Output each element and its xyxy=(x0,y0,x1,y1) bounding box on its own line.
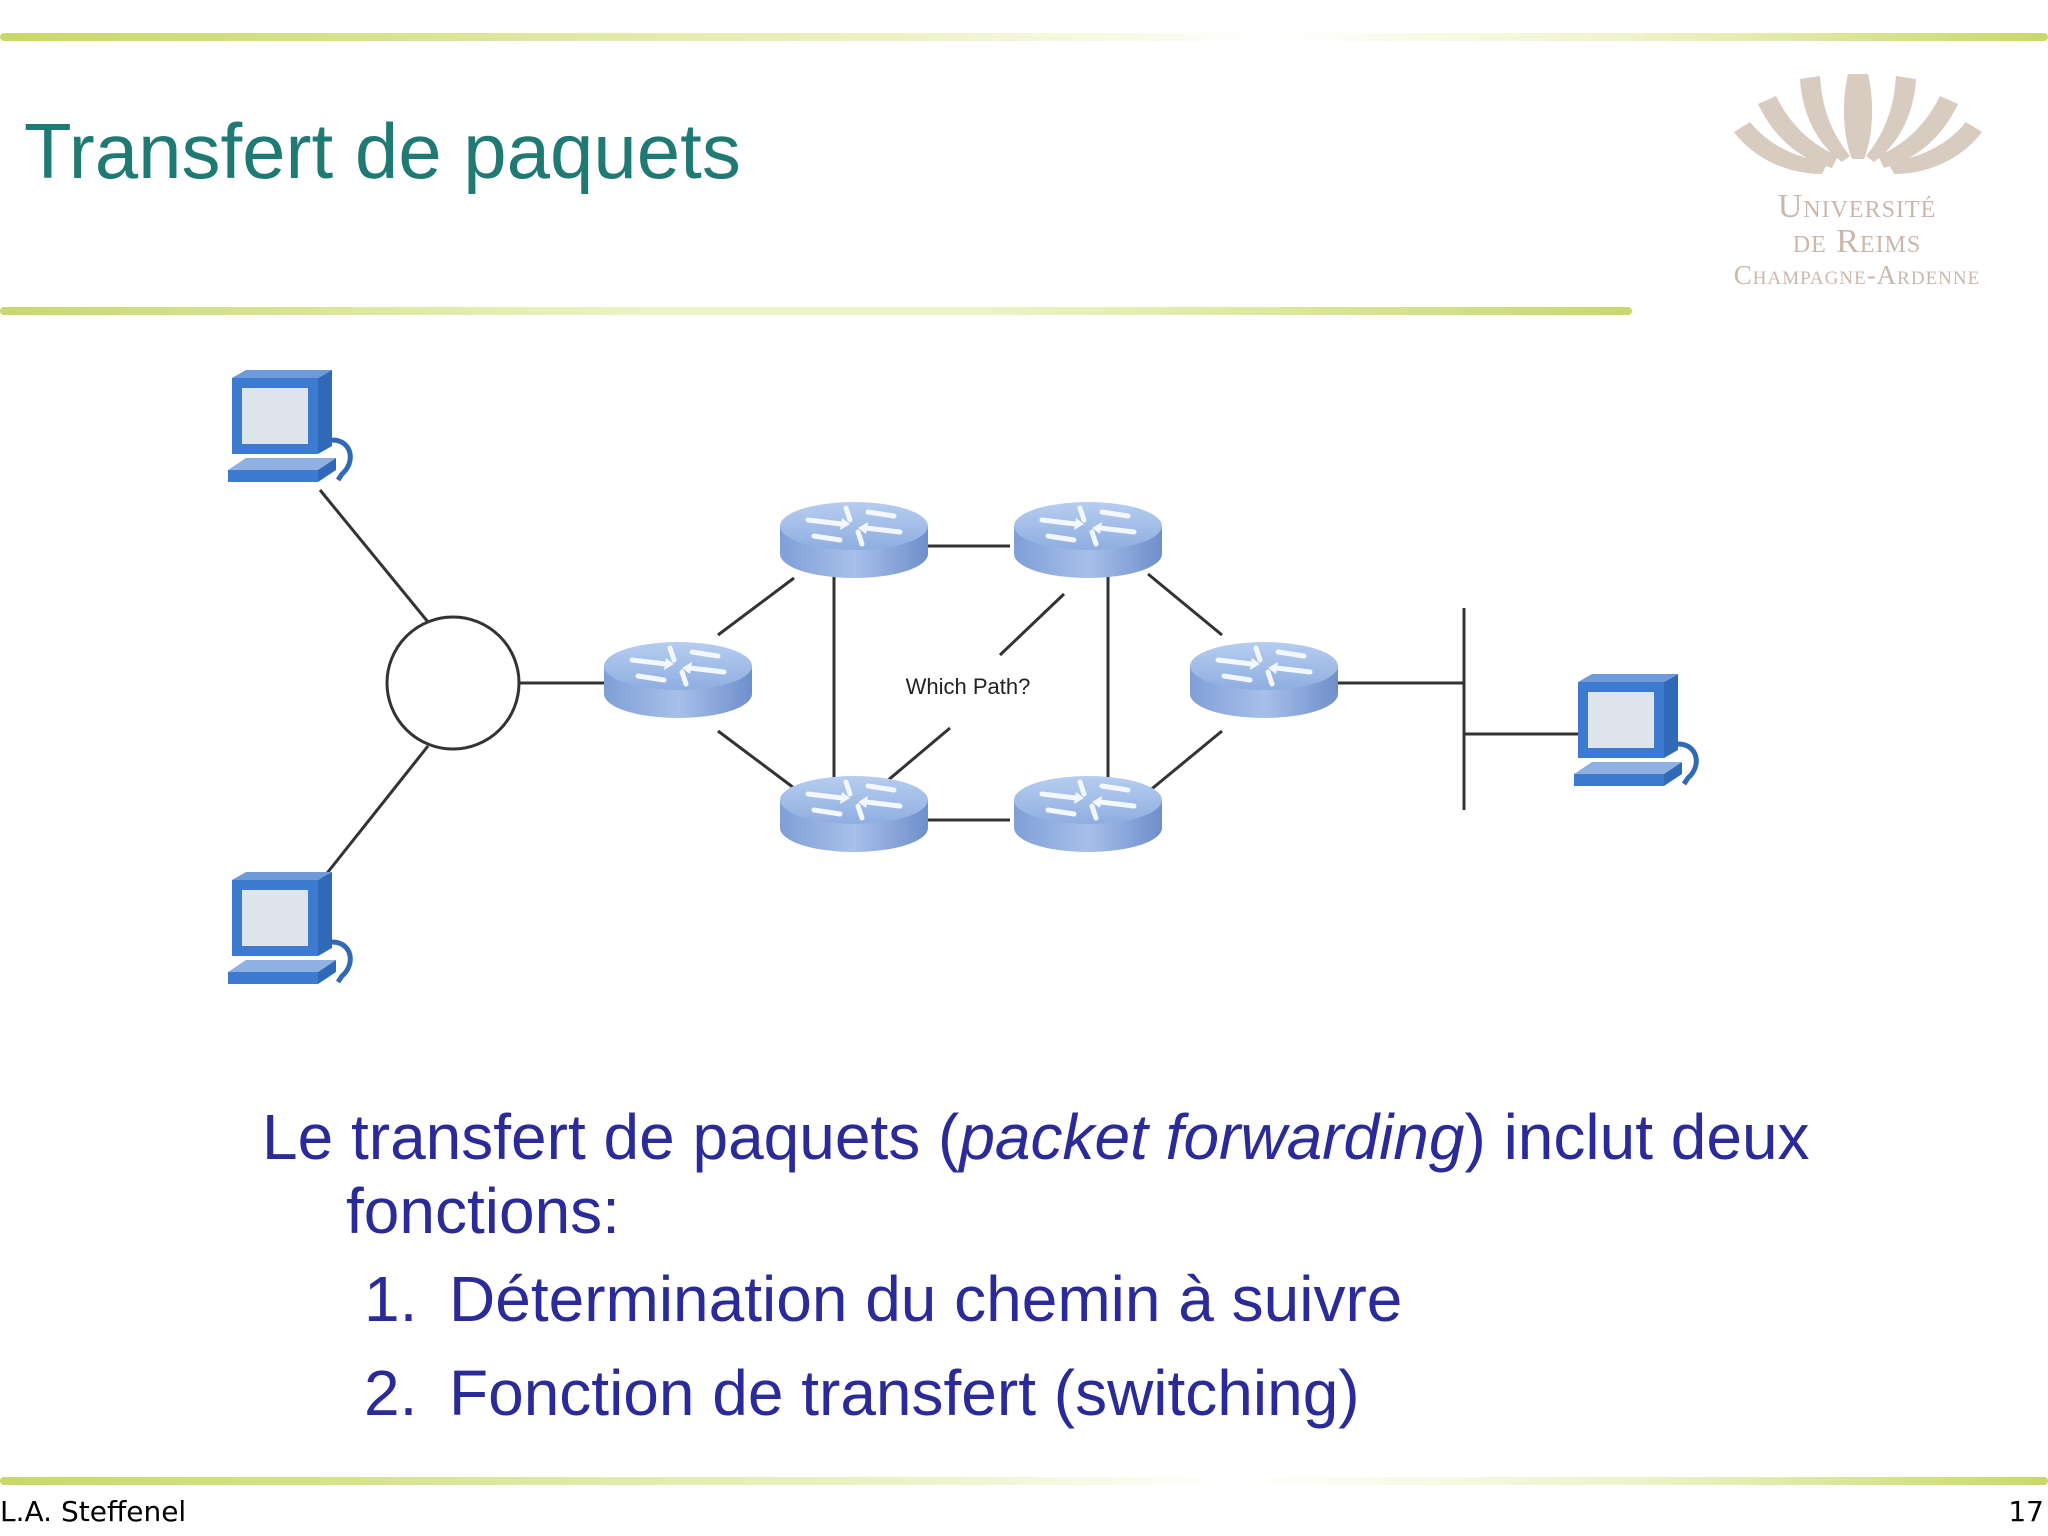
list-item-text: Fonction de transfert (switching) xyxy=(449,1357,1360,1429)
router-left xyxy=(604,642,752,718)
footer-rule xyxy=(0,1477,2048,1485)
computer-top-left-icon xyxy=(228,370,350,482)
list-item-number: 2. xyxy=(364,1357,418,1429)
list-item: 2. Fonction de transfert (switching) xyxy=(262,1358,1882,1452)
university-logo: Université de Reims Champagne-Ardenne xyxy=(1672,64,2042,290)
router-bottom-right xyxy=(1014,776,1162,852)
page-number: 17 xyxy=(2008,1495,2044,1528)
footer-author: L.A. Steffenel xyxy=(0,1495,187,1528)
title-rule xyxy=(0,307,1632,315)
slide-body: Le transfert de paquets (packet forwardi… xyxy=(262,1100,1882,1452)
computer-right-icon xyxy=(1574,674,1696,786)
list-item-number: 1. xyxy=(364,1263,418,1335)
connection-lines xyxy=(318,489,1594,883)
network-cloud xyxy=(385,615,521,751)
top-rule xyxy=(0,33,2048,41)
slide-title: Transfert de paquets xyxy=(24,107,741,195)
logo-text-line2: de Reims xyxy=(1792,223,1922,260)
logo-text-line1: Université xyxy=(1777,188,1937,225)
network-diagram: Which Path? xyxy=(0,340,2048,1040)
list-item: 1. Détermination du chemin à suivre xyxy=(262,1264,1882,1358)
intro-suffix: ) inclut deux fonctions: xyxy=(346,1101,1810,1247)
computer-bottom-left-icon xyxy=(228,872,350,984)
logo-emblem xyxy=(1734,74,1982,174)
intro-term: packet forwarding xyxy=(959,1101,1465,1173)
router-top-right xyxy=(1014,502,1162,578)
router-top-left xyxy=(780,502,928,578)
router-right xyxy=(1190,642,1338,718)
intro-prefix: Le transfert de paquets ( xyxy=(262,1101,960,1173)
list-item-text: Détermination du chemin à suivre xyxy=(449,1263,1403,1335)
intro-paragraph: Le transfert de paquets (packet forwardi… xyxy=(262,1100,1882,1248)
router-bottom-left xyxy=(780,776,928,852)
logo-text-line3: Champagne-Ardenne xyxy=(1733,260,1981,290)
which-path-label: Which Path? xyxy=(906,674,1031,699)
